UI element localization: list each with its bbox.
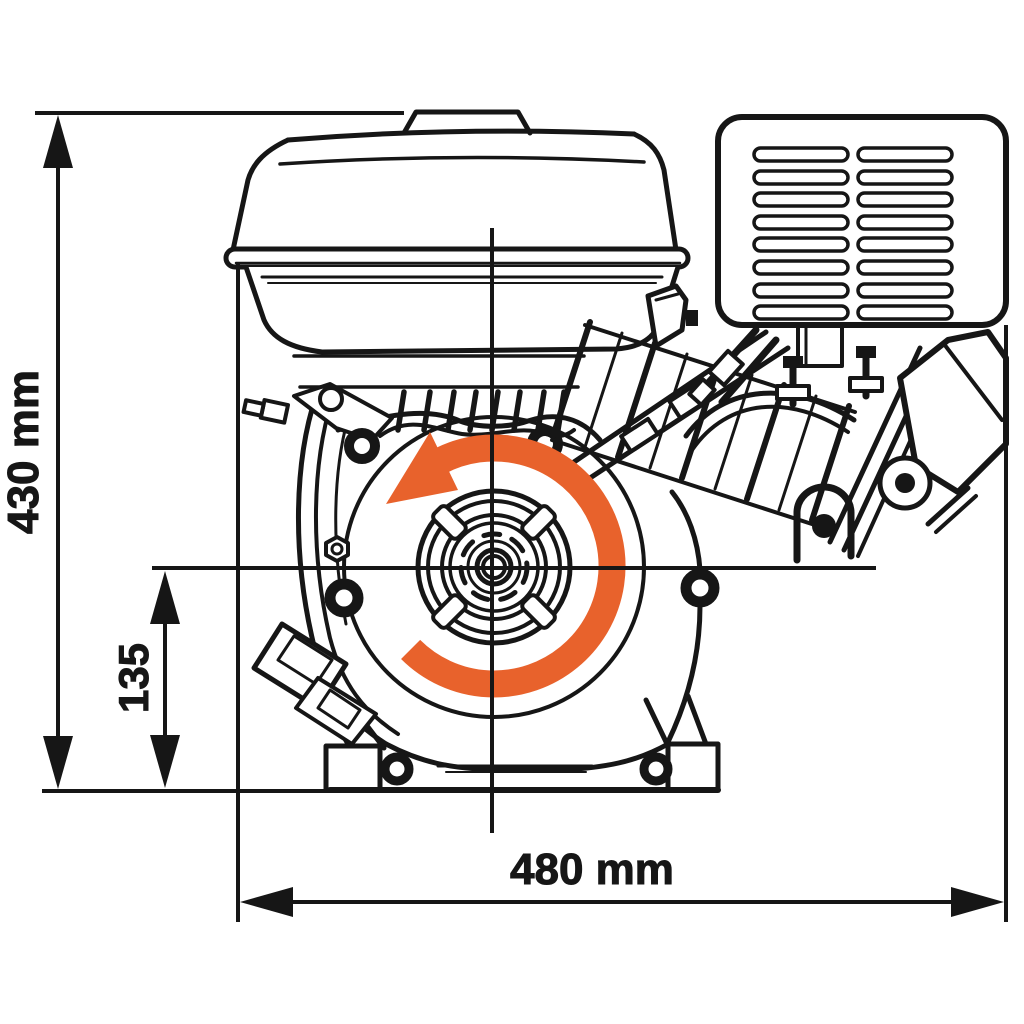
dimension-overall-width: 480 mm [236, 262, 1008, 922]
exhaust-stud [718, 336, 780, 406]
case-bolts [324, 426, 720, 786]
muffler [687, 114, 1009, 407]
dimension-label-width: 480 mm [510, 845, 674, 894]
lower-left-bracket [251, 621, 378, 746]
fuel-valve [645, 283, 698, 349]
governor-lever [241, 382, 394, 442]
dimension-label-shaft-height: 135 [110, 643, 157, 713]
tank-rim [223, 246, 691, 270]
arrowhead-left [240, 887, 293, 917]
fuel-tank [223, 109, 691, 389]
counterclockwise-rotation-arrow-icon [386, 432, 626, 698]
dimension-label-height: 430 mm [0, 370, 48, 534]
engine-illustration [223, 109, 1009, 793]
hub-spoke-slots [431, 504, 557, 630]
exhaust-port [793, 483, 855, 564]
dimension-overall-height: 430 mm [0, 111, 404, 793]
dimension-annotations: 430 mm 135 480 mm [0, 111, 1008, 922]
muffler-louvers [752, 146, 954, 321]
dimension-crankshaft-height: 135 [110, 571, 180, 788]
arrowhead-down [43, 736, 73, 789]
crankcase-outline [335, 410, 703, 773]
arrowhead-up [43, 115, 73, 168]
cylinder-head [683, 329, 1009, 564]
arrowhead-down [150, 735, 180, 788]
arrowhead-right [951, 887, 1004, 917]
fuel-cap-boss [401, 109, 533, 136]
arrowhead-up [150, 571, 180, 624]
